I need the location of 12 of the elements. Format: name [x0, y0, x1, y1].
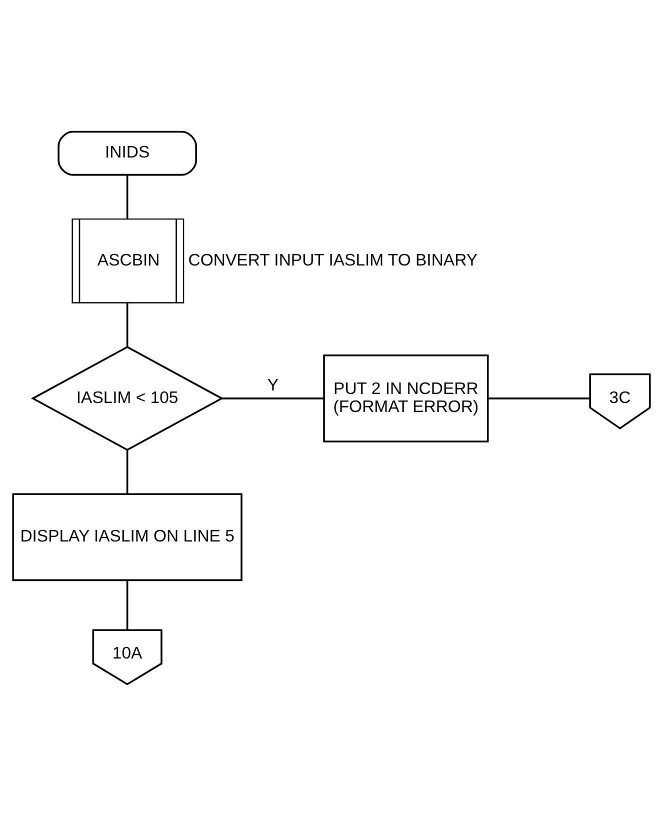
connector [126, 174, 128, 219]
node-box: INIDS [58, 130, 197, 176]
connector [222, 397, 324, 399]
connector [126, 450, 128, 494]
connector [126, 302, 128, 346]
connector [126, 580, 128, 630]
node-box: PUT 2 IN NCDERR (FORMAT ERROR) [323, 354, 489, 442]
node-box: DISPLAY IASLIM ON LINE 5 [12, 492, 242, 581]
node-diamond: IASLIM < 105 [30, 346, 224, 450]
edge-label: Y [267, 374, 278, 394]
connector [488, 397, 590, 399]
node-label: CONVERT INPUT IASLIM TO BINARY [188, 250, 478, 269]
